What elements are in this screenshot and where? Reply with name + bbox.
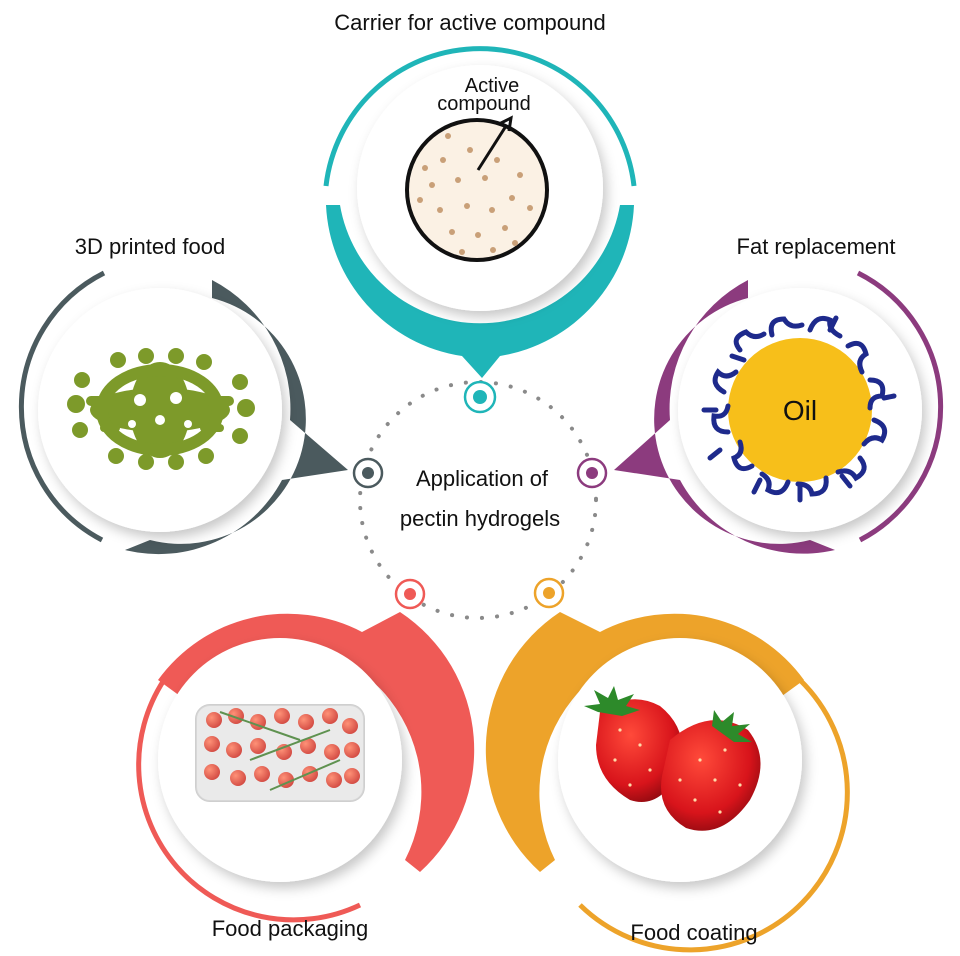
center-title-line1: Application of (416, 466, 549, 491)
tomato-tray-image (195, 704, 365, 802)
active-compound-particle (405, 115, 549, 262)
oil-droplet: Oil (701, 315, 897, 503)
connector-dot-carrier (463, 380, 497, 414)
packaging-label: Food packaging (212, 916, 369, 941)
connector-dot-fat (576, 457, 608, 489)
node-fat: Oil Fat replacement (614, 234, 944, 554)
node-printed: 3D printed food (18, 234, 348, 555)
printed-label: 3D printed food (75, 234, 225, 259)
oil-label: Oil (783, 395, 817, 426)
fat-label: Fat replacement (737, 234, 896, 259)
center-title-line2: pectin hydrogels (400, 506, 560, 531)
strawberries-image (584, 686, 761, 831)
connector-dot-packaging (394, 578, 426, 610)
node-carrier: Active compound Carrier for active compo… (323, 10, 637, 378)
connector-dot-printed (352, 457, 384, 489)
carrier-inner-label-1: Active (465, 75, 519, 97)
carrier-inner-label-2: compound (437, 93, 530, 115)
connector-dot-coating (533, 577, 565, 609)
node-packaging: Food packaging (136, 612, 475, 941)
carrier-label: Carrier for active compound (334, 10, 605, 35)
node-coating: Food coating (485, 612, 850, 953)
center-dotted-ring (358, 380, 598, 620)
printed-food-lattice (67, 348, 255, 470)
coating-label: Food coating (630, 920, 757, 945)
center-hub: Application of pectin hydrogels (358, 380, 598, 620)
